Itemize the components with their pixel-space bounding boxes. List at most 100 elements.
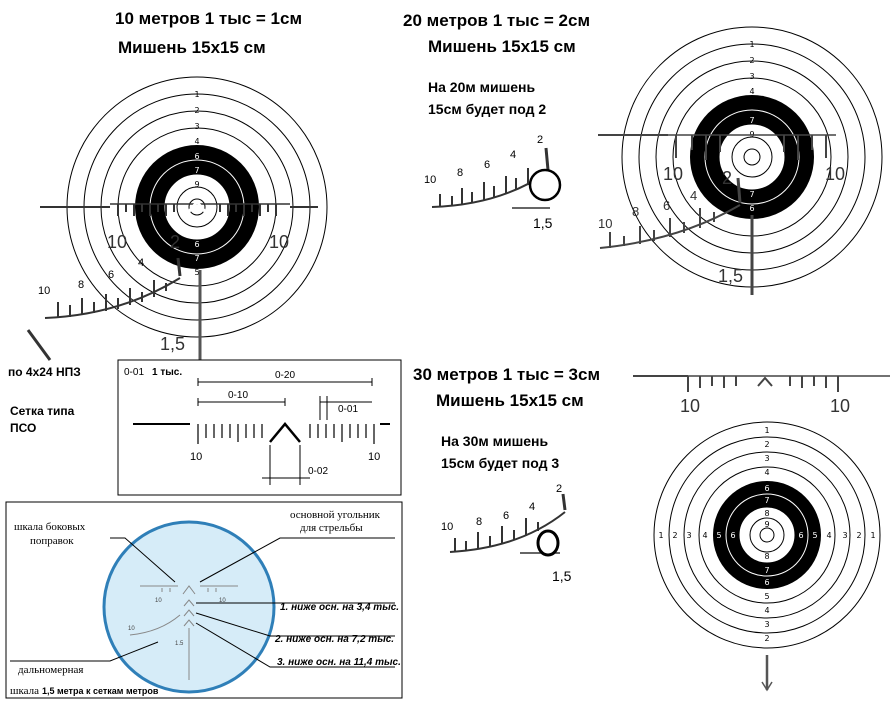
svg-text:1,5: 1,5 [160, 334, 185, 354]
svg-text:6: 6 [798, 531, 803, 540]
svg-text:6: 6 [503, 510, 509, 522]
svg-text:10: 10 [219, 598, 226, 604]
svg-text:6: 6 [108, 269, 114, 281]
reticle-30m-stem [761, 655, 773, 692]
svg-text:3: 3 [749, 72, 754, 81]
svg-text:2: 2 [749, 56, 754, 65]
svg-text:10: 10 [128, 626, 135, 632]
svg-text:4: 4 [529, 501, 535, 513]
svg-text:4: 4 [764, 468, 769, 477]
svg-text:6: 6 [749, 204, 754, 213]
svg-text:1 тыс.: 1 тыс. [152, 367, 182, 378]
svg-text:10: 10 [441, 521, 453, 533]
target-circle-20m [528, 168, 562, 202]
svg-text:8: 8 [764, 509, 769, 518]
note-30m-line1: На 30м мишень [441, 433, 548, 449]
subtitle-20m: Мишень 15х15 см [428, 37, 576, 56]
svg-text:6: 6 [764, 484, 769, 493]
svg-text:7: 7 [194, 254, 199, 263]
reticle-20m [598, 134, 836, 295]
svg-text:6: 6 [663, 198, 670, 213]
svg-text:1: 1 [658, 531, 663, 540]
svg-text:0-01: 0-01 [124, 367, 144, 378]
svg-text:10: 10 [598, 216, 612, 231]
grid-type-line2: ПСО [10, 421, 36, 435]
scale-inset: 0-01 1 тыс. 0-20 [124, 367, 390, 485]
svg-text:2: 2 [194, 106, 199, 115]
svg-text:9: 9 [194, 180, 199, 189]
svg-text:6: 6 [764, 578, 769, 587]
svg-text:1: 1 [749, 40, 754, 49]
svg-text:1,5: 1,5 [718, 266, 743, 286]
scope-inset: шкала боковых поправок основной угольник… [10, 509, 401, 697]
svg-text:10: 10 [368, 451, 380, 463]
svg-text:1: 1 [870, 531, 875, 540]
svg-text:7: 7 [194, 166, 199, 175]
svg-text:2: 2 [672, 531, 677, 540]
svg-text:2: 2 [856, 531, 861, 540]
svg-text:0-10: 0-10 [228, 390, 248, 401]
svg-text:основной угольник: основной угольник [290, 509, 381, 521]
subtitle-10m: Мишень 15х15 см [118, 38, 266, 57]
svg-text:8: 8 [476, 516, 482, 528]
svg-text:7: 7 [764, 496, 769, 505]
svg-text:1,5: 1,5 [552, 568, 572, 584]
svg-text:3: 3 [194, 122, 199, 131]
svg-text:4: 4 [690, 188, 697, 203]
svg-text:2: 2 [537, 134, 543, 146]
svg-text:3. ниже осн. на 11,4 тыс.: 3. ниже осн. на 11,4 тыс. [277, 657, 401, 668]
svg-text:4: 4 [826, 531, 831, 540]
target-10m: 1 2 3 4 6 7 9 6 7 5 [66, 76, 328, 338]
svg-text:8: 8 [764, 552, 769, 561]
svg-text:10: 10 [38, 285, 50, 297]
svg-text:3: 3 [764, 620, 769, 629]
svg-text:6: 6 [730, 531, 735, 540]
svg-text:1: 1 [764, 426, 769, 435]
svg-text:10: 10 [830, 396, 850, 416]
rangefinder-20m-labels: 10 8 6 4 2 1,5 [424, 134, 553, 231]
svg-text:4: 4 [138, 257, 144, 269]
svg-text:8: 8 [632, 204, 639, 219]
svg-text:6: 6 [194, 152, 199, 161]
svg-text:0-20: 0-20 [275, 370, 295, 381]
svg-text:2: 2 [556, 483, 562, 495]
svg-text:5: 5 [764, 592, 769, 601]
target-circle-30m [536, 529, 560, 557]
svg-text:10: 10 [155, 598, 162, 604]
svg-text:3: 3 [842, 531, 847, 540]
svg-text:9: 9 [764, 520, 769, 529]
svg-text:1,5: 1,5 [533, 215, 553, 231]
svg-text:4: 4 [764, 606, 769, 615]
note-30m-line2: 15см будет под 3 [441, 455, 559, 471]
svg-text:7: 7 [749, 190, 754, 199]
rangefinder-30m-labels: 10 8 6 4 2 1,5 [441, 483, 572, 584]
svg-text:7: 7 [764, 566, 769, 575]
svg-text:10: 10 [424, 174, 436, 186]
svg-text:0-01: 0-01 [338, 404, 358, 415]
svg-text:4: 4 [702, 531, 707, 540]
reticle-10m [26, 199, 318, 365]
title-10m: 10 метров 1 тыс = 1см [115, 9, 302, 28]
svg-text:1: 1 [194, 90, 199, 99]
svg-text:8: 8 [457, 167, 463, 179]
svg-text:2. ниже осн. на 7,2 тыс.: 2. ниже осн. на 7,2 тыс. [274, 634, 394, 645]
svg-text:2: 2 [722, 168, 732, 188]
svg-text:1. ниже осн. на 3,4 тыс.: 1. ниже осн. на 3,4 тыс. [280, 602, 399, 613]
svg-text:2: 2 [764, 634, 769, 643]
grid-type-line1: Сетка типа [10, 404, 75, 418]
svg-text:3: 3 [686, 531, 691, 540]
reticle-20m-labels: 10 10 10 8 6 4 2 1,5 [598, 164, 845, 286]
svg-text:4: 4 [510, 149, 516, 161]
title-20m: 20 метров 1 тыс = 2см [403, 11, 590, 30]
target-30m: 1 2 3 4 6 7 8 9 8 7 6 5 4 3 2 1 2 3 4 5 … [653, 421, 881, 649]
svg-text:5: 5 [716, 531, 721, 540]
rangefinder-30m [449, 493, 567, 554]
reticle-10m-labels: 10 10 10 8 6 4 2 1,5 [38, 232, 289, 354]
svg-text:для стрельбы: для стрельбы [300, 522, 363, 534]
svg-text:7: 7 [749, 116, 754, 125]
svg-text:2: 2 [764, 440, 769, 449]
svg-text:3: 3 [764, 454, 769, 463]
svg-text:10: 10 [107, 232, 127, 252]
svg-text:10: 10 [680, 396, 700, 416]
